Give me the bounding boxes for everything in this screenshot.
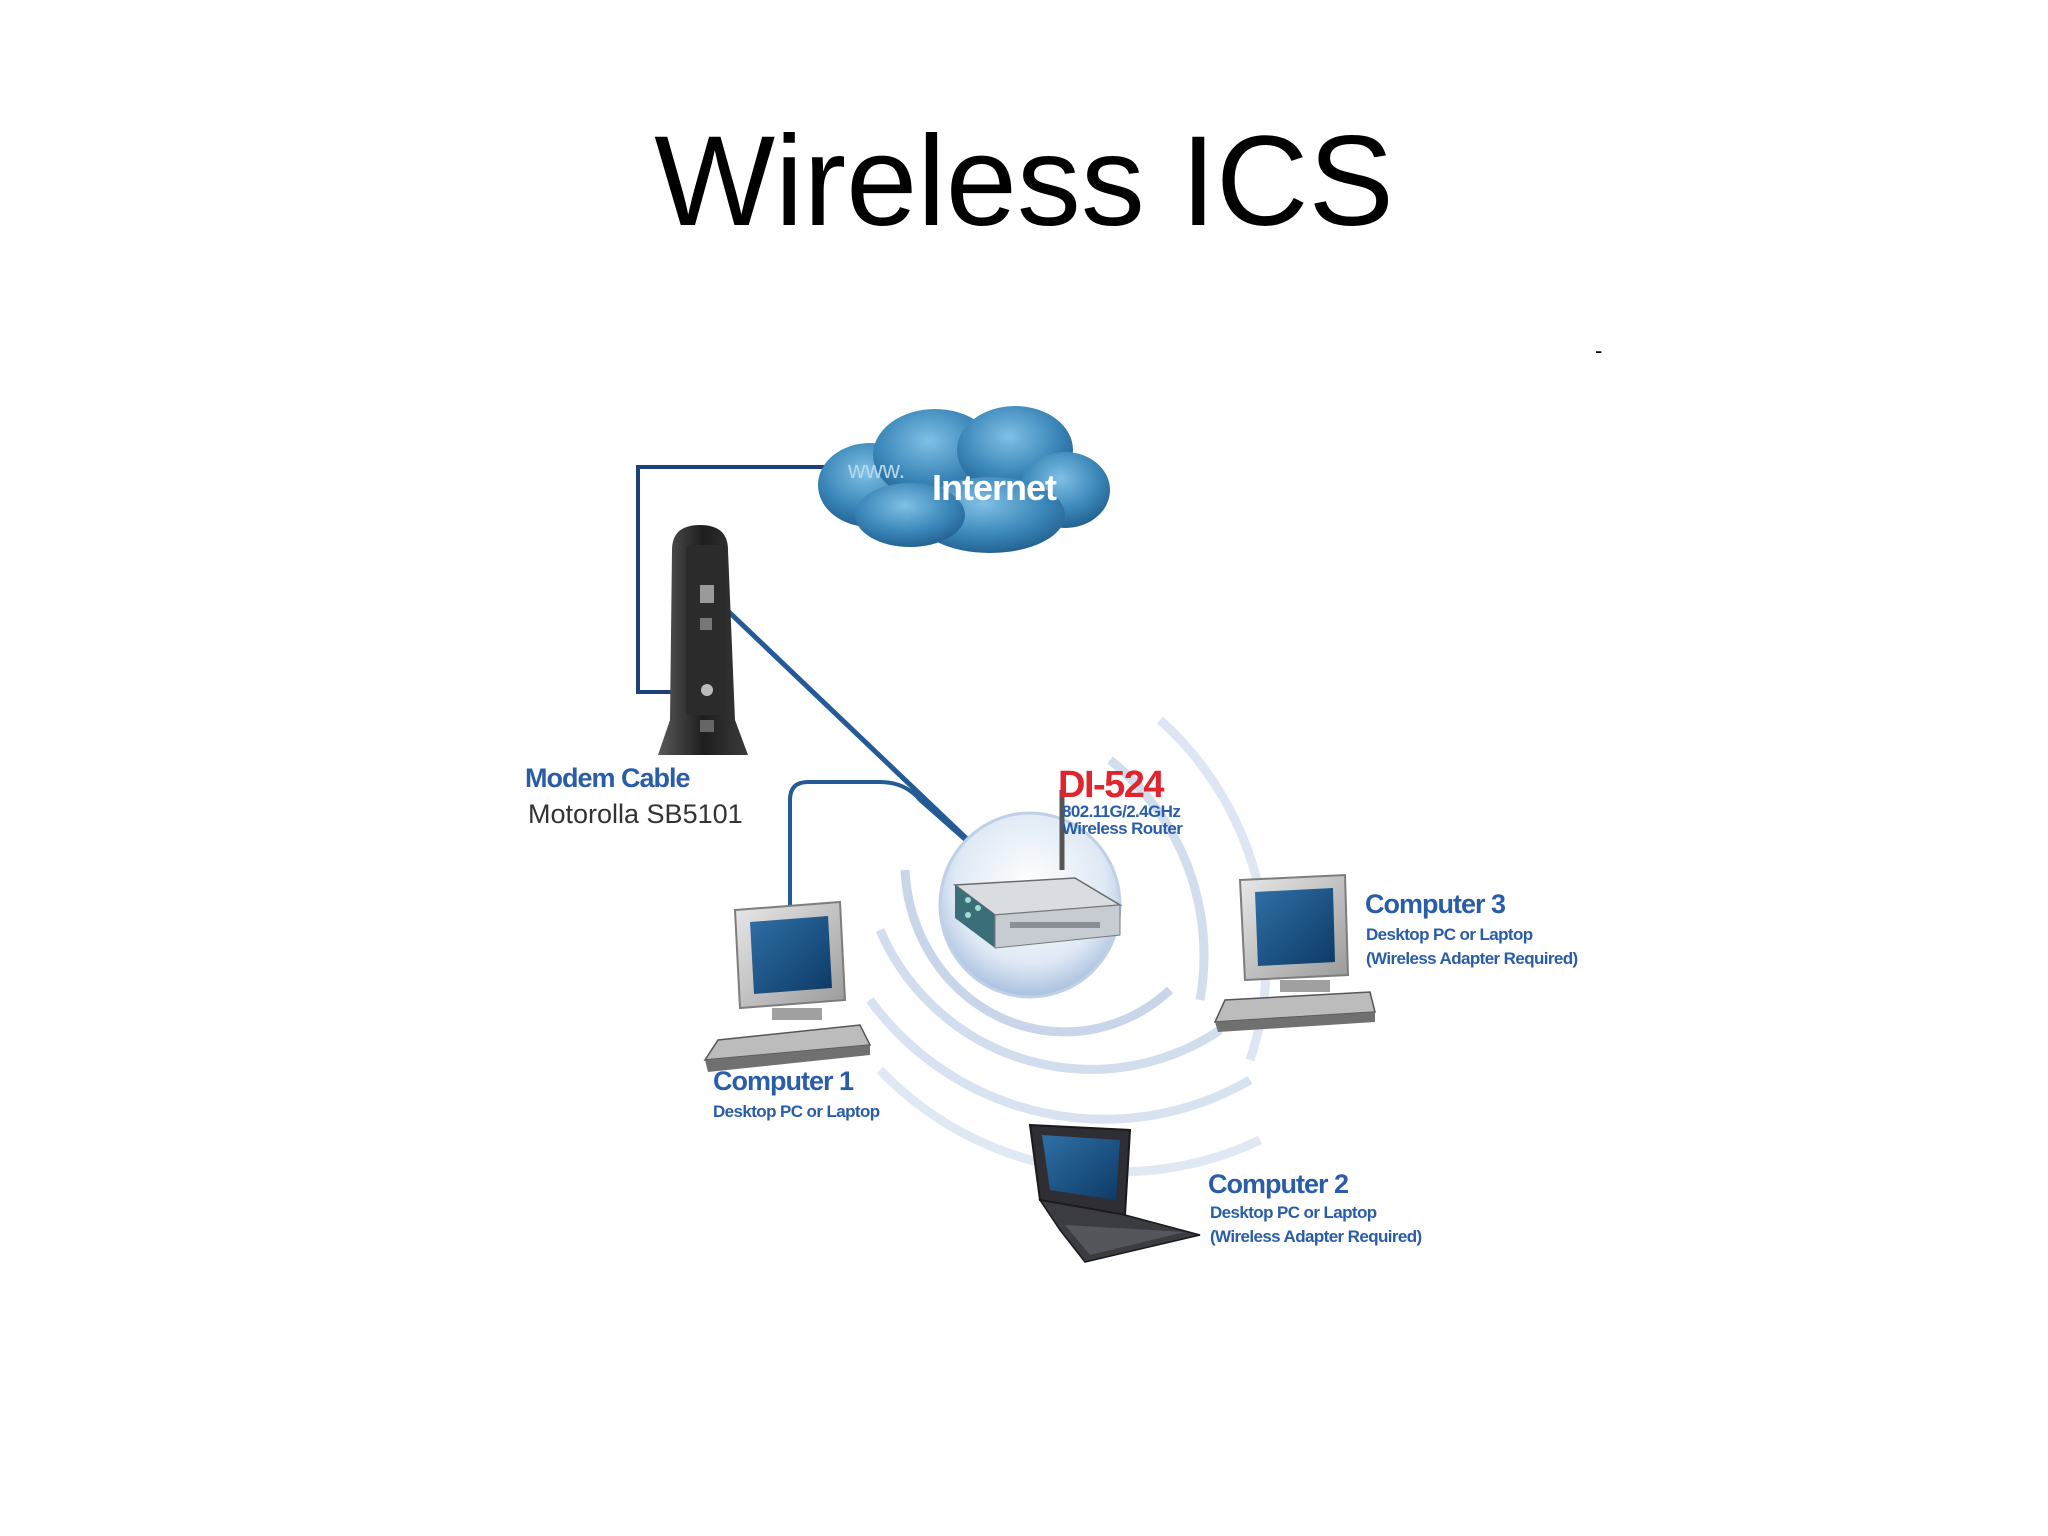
computer3-title-label: Computer 3 [1365, 889, 1506, 919]
computer3-desktop [1213, 873, 1376, 1032]
modem-title-label: Modem Cable [525, 763, 691, 793]
computer2-title-label: Computer 2 [1208, 1169, 1348, 1199]
router-title-label: DI-524 [1058, 764, 1164, 806]
computer3-line1: Desktop PC or Laptop [1366, 925, 1533, 944]
stray-dash: - [1595, 338, 1603, 363]
modem-ethernet-port [700, 585, 714, 603]
modem-to-router-cable [706, 590, 1012, 882]
router-spec-line1: 802.11G/2.4GHz [1062, 802, 1180, 821]
cable-modem-device [658, 525, 748, 755]
modem-model-label: Motorolla SB5101 [528, 799, 743, 829]
cloud-www-text: www. [847, 457, 905, 484]
router-spec-line2: Wireless Router [1062, 819, 1183, 838]
computer2-laptop [1028, 1123, 1201, 1263]
router-to-computer1-cable [788, 780, 1007, 910]
internet-cloud: www. Internet [818, 406, 1110, 553]
slide-title: Wireless ICS [654, 110, 1394, 253]
wireless-signal-rings [866, 716, 1272, 1177]
computer1-line1: Desktop PC or Laptop [713, 1102, 880, 1121]
computer3-line2: (Wireless Adapter Required) [1366, 949, 1578, 968]
computer2-line1: Desktop PC or Laptop [1210, 1203, 1377, 1222]
computer1-desktop [703, 900, 872, 1072]
cloud-internet-label: Internet [932, 467, 1057, 508]
internet-to-modem-cable [636, 465, 838, 694]
computer2-line2: (Wireless Adapter Required) [1210, 1227, 1422, 1246]
modem-coax-port [701, 684, 713, 696]
computer1-title-label: Computer 1 [713, 1066, 854, 1096]
router-device [938, 790, 1123, 999]
